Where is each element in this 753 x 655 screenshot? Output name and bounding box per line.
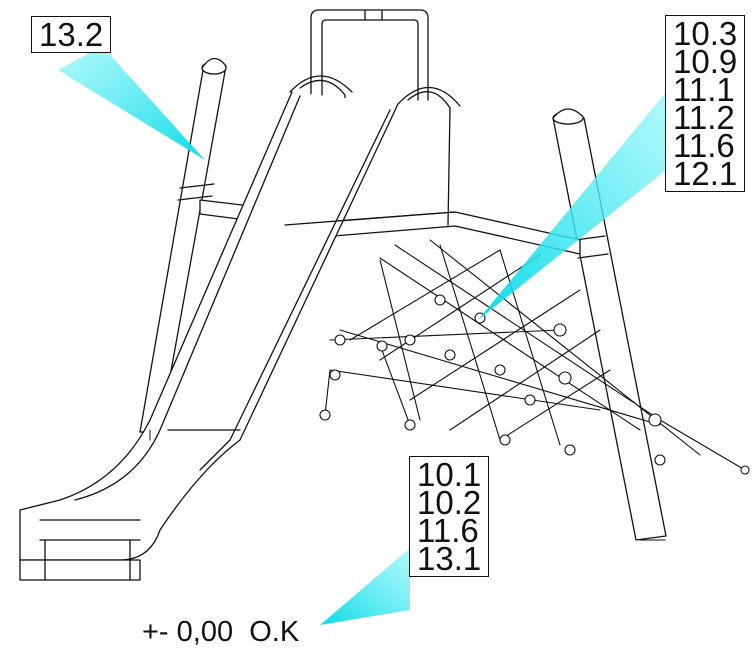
callout-label: 11.1 [673, 71, 735, 108]
callout-beam-top-left [58, 46, 205, 160]
callout-box-top-left: 13.2 [31, 16, 112, 53]
callout-beam-bottom [320, 548, 410, 625]
callout-label: 11.6 [417, 512, 479, 549]
ground-level-label: +- 0,00 O.K [142, 616, 300, 648]
callout-box-top-right: 10.3 10.9 11.1 11.2 11.6 12.1 [665, 15, 746, 192]
callout-label: 10.1 [417, 456, 482, 493]
callout-beam-top-right [478, 92, 666, 320]
callout-label: 13.2 [39, 16, 104, 53]
callout-label: 10.2 [417, 484, 482, 521]
callout-label: 11.2 [673, 99, 735, 136]
callout-box-bottom: 10.1 10.2 11.6 13.1 [409, 456, 490, 577]
callout-label: 12.1 [673, 155, 738, 192]
left-post [139, 57, 227, 433]
callout-label: 11.6 [673, 127, 735, 164]
callout-label: 10.3 [673, 15, 738, 52]
slide [19, 75, 461, 581]
callout-label: 13.1 [417, 540, 482, 577]
top-handle [310, 9, 429, 151]
callout-label: 10.9 [673, 43, 738, 80]
